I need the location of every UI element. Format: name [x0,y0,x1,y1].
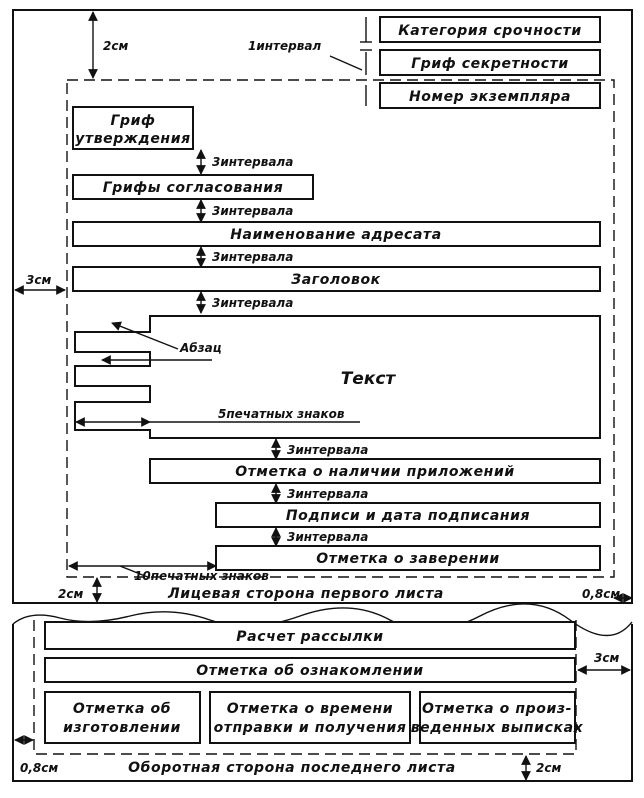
certification-box [215,545,601,571]
send-receive-box [209,691,411,744]
secrecy-stamp-box [379,49,601,76]
three-intervals-4: 3интервала [212,296,293,310]
signatures-box [215,502,601,528]
approval-stamp-line2: утверждения [75,131,190,147]
dim-left-label: 3см [26,273,51,287]
manufacture-box [44,691,201,744]
ten-chars-label: 10печатных знаков [134,569,269,583]
approval-stamp-box [72,106,194,150]
send-receive-line1: Отметка о времени [227,701,393,717]
back-side: Расчет рассылки Отметка об ознакомлении … [12,603,633,782]
secrecy-stamp-label: Гриф секретности [411,56,569,72]
distribution-box [44,621,576,650]
dim-top-label: 2см [103,39,128,53]
text-label: Текст [341,369,397,389]
urgency-category-box [379,16,601,43]
manufacture-line2: изготовлении [63,720,181,736]
addressee-box [72,221,601,247]
dim-bottom-right-label: 0,8см [582,587,620,601]
front-margin-line [66,79,615,578]
distribution-label: Расчет рассылки [236,629,383,645]
send-receive-line2: отправки и получения [214,720,407,736]
heading-label: Заголовок [291,272,381,288]
attachments-label: Отметка о наличии приложений [235,464,515,480]
certification-label: Отметка о заверении [316,551,500,567]
back-dim-right-label: 3см [594,651,619,665]
extracts-box [419,691,576,744]
extracts-line2: веденных выписках [411,720,584,736]
attachments-box [149,458,601,484]
acquaintance-box [44,657,576,683]
front-side: Категория срочности Гриф секретности Ном… [12,9,633,604]
three-intervals-7: 3интервала [287,530,368,544]
three-intervals-5: 3интервала [287,443,368,457]
three-intervals-2: 3интервала [212,204,293,218]
heading-box [72,266,601,292]
three-intervals-6: 3интервала [287,487,368,501]
front-page-frame [12,9,633,604]
back-caption: Оборотная сторона последнего листа [128,760,456,776]
signatures-label: Подписи и дата подписания [286,508,530,524]
text-block [74,315,601,439]
approval-stamp-line1: Гриф [110,113,155,129]
acquaintance-label: Отметка об ознакомлении [196,663,423,679]
front-caption: Лицевая сторона первого листа [167,586,444,602]
interval-leader [329,55,363,71]
one-interval-label: 1интервал [248,39,321,53]
three-intervals-3: 3интервала [212,250,293,264]
agreement-stamps-label: Грифы согласования [103,180,284,196]
paragraph-label: Абзац [179,341,222,355]
manufacture-line1: Отметка об [73,701,171,717]
urgency-category-label: Категория срочности [398,23,582,39]
extracts-line1: Отметка о произ- [422,701,572,717]
addressee-label: Наименование адресата [230,227,442,243]
agreement-stamps-box [72,174,314,200]
back-dim-bottom-right-label: 2см [536,761,561,775]
five-chars-label: 5печатных знаков [218,407,345,421]
paragraph-arrow-1 [111,321,179,350]
dim-bottom-left-label: 2см [58,587,83,601]
copy-number-box [379,82,601,109]
back-dim-bottom-left-label: 0,8см [20,761,58,775]
copy-number-label: Номер экземпляра [409,89,571,105]
ten-chars-leader [119,565,151,579]
back-page-frame [12,624,633,782]
three-intervals-1: 3интервала [212,155,293,169]
